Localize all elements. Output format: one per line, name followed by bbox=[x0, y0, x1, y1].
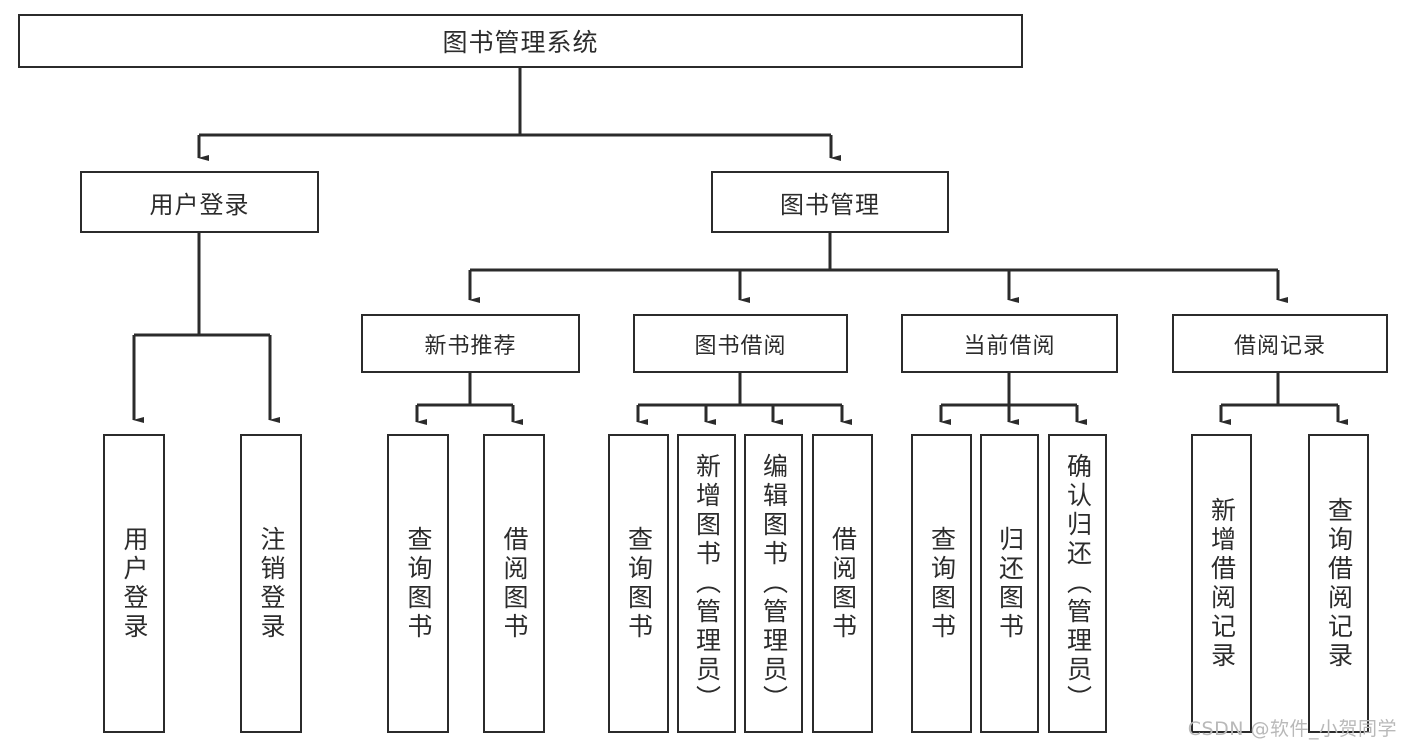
node-leaf-borrow-book-1-label: 借阅图书 bbox=[500, 525, 529, 642]
node-leaf-query-book-2[interactable]: 查询图书 bbox=[608, 434, 669, 733]
node-user-login[interactable]: 用户登录 bbox=[80, 171, 319, 233]
node-book-borrow[interactable]: 图书借阅 bbox=[633, 314, 848, 373]
node-leaf-return-book[interactable]: 归还图书 bbox=[980, 434, 1039, 733]
node-user-login-label: 用户登录 bbox=[149, 190, 250, 219]
node-borrow-record[interactable]: 借阅记录 bbox=[1172, 314, 1388, 373]
node-leaf-query-record-label: 查询借阅记录 bbox=[1324, 496, 1354, 671]
node-leaf-query-book-2-label: 查询图书 bbox=[624, 525, 654, 642]
node-leaf-query-book-3[interactable]: 查询图书 bbox=[911, 434, 972, 733]
node-leaf-logout-label: 注销登录 bbox=[257, 525, 286, 642]
node-leaf-query-book-1[interactable]: 查询图书 bbox=[387, 434, 449, 733]
watermark-text: CSDN @软件_小贺同学 bbox=[1187, 718, 1397, 740]
node-leaf-query-book-3-label: 查询图书 bbox=[927, 525, 957, 642]
node-book-management[interactable]: 图书管理 bbox=[711, 171, 949, 233]
node-leaf-borrow-book-2[interactable]: 借阅图书 bbox=[812, 434, 873, 733]
node-root-label: 图书管理系统 bbox=[442, 28, 599, 57]
node-leaf-user-login[interactable]: 用户登录 bbox=[103, 434, 165, 733]
node-leaf-confirm-return-label: 确认归还（管理员） bbox=[1063, 453, 1093, 714]
node-book-borrow-label: 图书借阅 bbox=[694, 333, 787, 359]
node-leaf-add-book[interactable]: 新增图书（管理员） bbox=[677, 434, 736, 733]
node-leaf-add-record[interactable]: 新增借阅记录 bbox=[1191, 434, 1252, 733]
node-leaf-query-book-1-label: 查询图书 bbox=[404, 525, 433, 642]
node-leaf-query-record[interactable]: 查询借阅记录 bbox=[1308, 434, 1369, 733]
node-current-borrow-label: 当前借阅 bbox=[963, 333, 1056, 359]
node-leaf-logout[interactable]: 注销登录 bbox=[240, 434, 302, 733]
node-leaf-borrow-book-2-label: 借阅图书 bbox=[828, 525, 858, 642]
node-leaf-borrow-book-1[interactable]: 借阅图书 bbox=[483, 434, 545, 733]
node-leaf-add-record-label: 新增借阅记录 bbox=[1207, 496, 1237, 671]
node-current-borrow[interactable]: 当前借阅 bbox=[901, 314, 1118, 373]
node-leaf-confirm-return[interactable]: 确认归还（管理员） bbox=[1048, 434, 1107, 733]
node-new-book-recommend-label: 新书推荐 bbox=[424, 333, 517, 359]
node-leaf-edit-book[interactable]: 编辑图书（管理员） bbox=[744, 434, 803, 733]
node-leaf-add-book-label: 新增图书（管理员） bbox=[692, 453, 722, 714]
node-borrow-record-label: 借阅记录 bbox=[1233, 333, 1326, 359]
node-leaf-user-login-label: 用户登录 bbox=[120, 525, 149, 642]
node-new-book-recommend[interactable]: 新书推荐 bbox=[361, 314, 580, 373]
node-root[interactable]: 图书管理系统 bbox=[18, 14, 1023, 68]
node-leaf-return-book-label: 归还图书 bbox=[995, 525, 1025, 642]
node-book-management-label: 图书管理 bbox=[780, 190, 880, 219]
node-leaf-edit-book-label: 编辑图书（管理员） bbox=[759, 453, 789, 714]
